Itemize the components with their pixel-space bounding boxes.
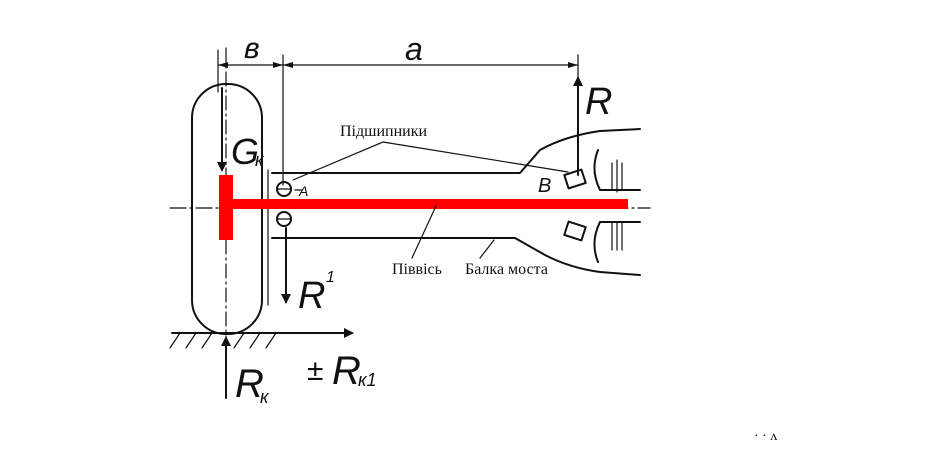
label-force-rk1: R <box>332 349 361 393</box>
label-force-r1-sup: 1 <box>326 269 335 286</box>
dimension-arrow <box>283 62 293 68</box>
leader-bearings-a <box>292 141 384 181</box>
label-force-r: R <box>585 81 612 123</box>
leader-beam <box>479 239 495 259</box>
dimension-arrow <box>568 62 578 68</box>
label-plus-minus: ± <box>307 354 323 387</box>
label-half-shaft: Піввісь <box>392 261 442 278</box>
label-force-g: G <box>231 131 259 172</box>
label-axle-beam: Балка моста <box>465 261 548 278</box>
bearing-b-upper <box>563 168 587 190</box>
label-bearing-a: A <box>298 183 308 199</box>
leader-bearings-b <box>382 141 569 173</box>
label-dimension-b: в <box>244 32 260 65</box>
dimension-arrow <box>273 62 283 68</box>
label-dimension-a: a <box>405 31 423 67</box>
half-shaft <box>226 199 628 209</box>
housing-detail <box>611 162 623 251</box>
label-force-g-sub: к <box>255 150 265 170</box>
label-force-rk-sub: к <box>260 387 270 407</box>
dimension-arrow <box>218 62 228 68</box>
label-bearings: Підшипники <box>340 123 427 140</box>
axle-beam-housing <box>271 128 641 276</box>
label-bearing-b: B <box>538 175 551 197</box>
ground-hatching <box>169 332 277 349</box>
label-force-rk1-sub: к1 <box>358 370 377 390</box>
leader-halfshaft <box>411 205 437 259</box>
label-force-rk: R <box>235 362 264 406</box>
bearing-b-lower <box>563 220 587 242</box>
label-corner-mark: · · ʌ <box>754 429 777 444</box>
housing-flange <box>593 149 641 263</box>
label-force-r1: R <box>298 275 325 317</box>
